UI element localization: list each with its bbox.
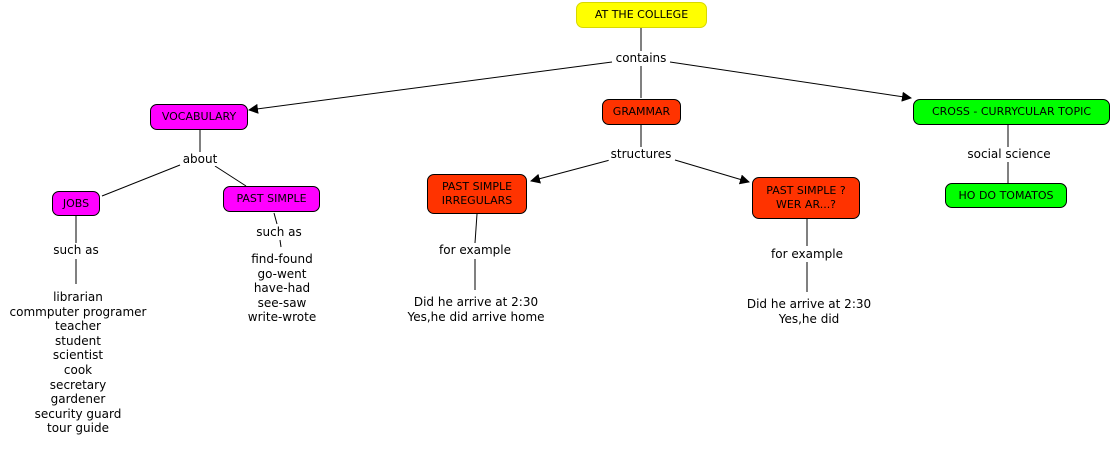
- arrow-contains-cross: [669, 61, 912, 102]
- connector-pastsimple-suchas: [273, 212, 278, 225]
- node-ho-do-tomatos[interactable]: HO DO TOMATOS: [945, 183, 1067, 208]
- connector-about-jobs: [101, 164, 181, 197]
- node-past-simple-question[interactable]: PAST SIMPLE ? WER AR...?: [752, 177, 860, 219]
- node-at-the-college[interactable]: AT THE COLLEGE: [576, 2, 707, 28]
- connector-irregulars-forexample: [474, 213, 478, 244]
- node-jobs[interactable]: JOBS: [52, 191, 100, 216]
- arrow-structures-question: [674, 159, 750, 185]
- link-label-about: about: [180, 152, 220, 166]
- node-past-simple-irregulars[interactable]: PAST SIMPLE IRREGULARS: [427, 174, 527, 214]
- irregulars-example: Did he arrive at 2:30 Yes,he did arrive …: [407, 295, 545, 324]
- link-label-structures: structures: [608, 147, 674, 161]
- connector-about-past-simple: [214, 165, 247, 187]
- link-label-for-example-irregulars: for example: [437, 243, 513, 257]
- link-label-such-as-jobs: such as: [51, 243, 101, 257]
- node-past-simple[interactable]: PAST SIMPLE: [223, 186, 320, 212]
- link-label-such-as-past: such as: [254, 225, 304, 239]
- question-example: Did he arrive at 2:30 Yes,he did: [746, 297, 872, 326]
- node-grammar[interactable]: GRAMMAR: [602, 99, 681, 125]
- link-label-contains: contains: [613, 51, 669, 65]
- node-vocabulary[interactable]: VOCABULARY: [150, 104, 248, 130]
- node-cross-curricular-topic[interactable]: CROSS - CURRYCULAR TOPIC: [913, 99, 1110, 125]
- link-label-social-science: social science: [965, 147, 1053, 161]
- arrow-contains-vocabulary: [248, 61, 613, 114]
- connector-suchas-pastlist: [279, 239, 282, 248]
- arrow-structures-irregulars: [530, 159, 611, 184]
- jobs-list: librarian commputer programer teacher st…: [9, 290, 147, 436]
- link-label-for-example-question: for example: [769, 247, 845, 261]
- past-simple-verb-list: find-found go-went have-had see-saw writ…: [247, 252, 317, 325]
